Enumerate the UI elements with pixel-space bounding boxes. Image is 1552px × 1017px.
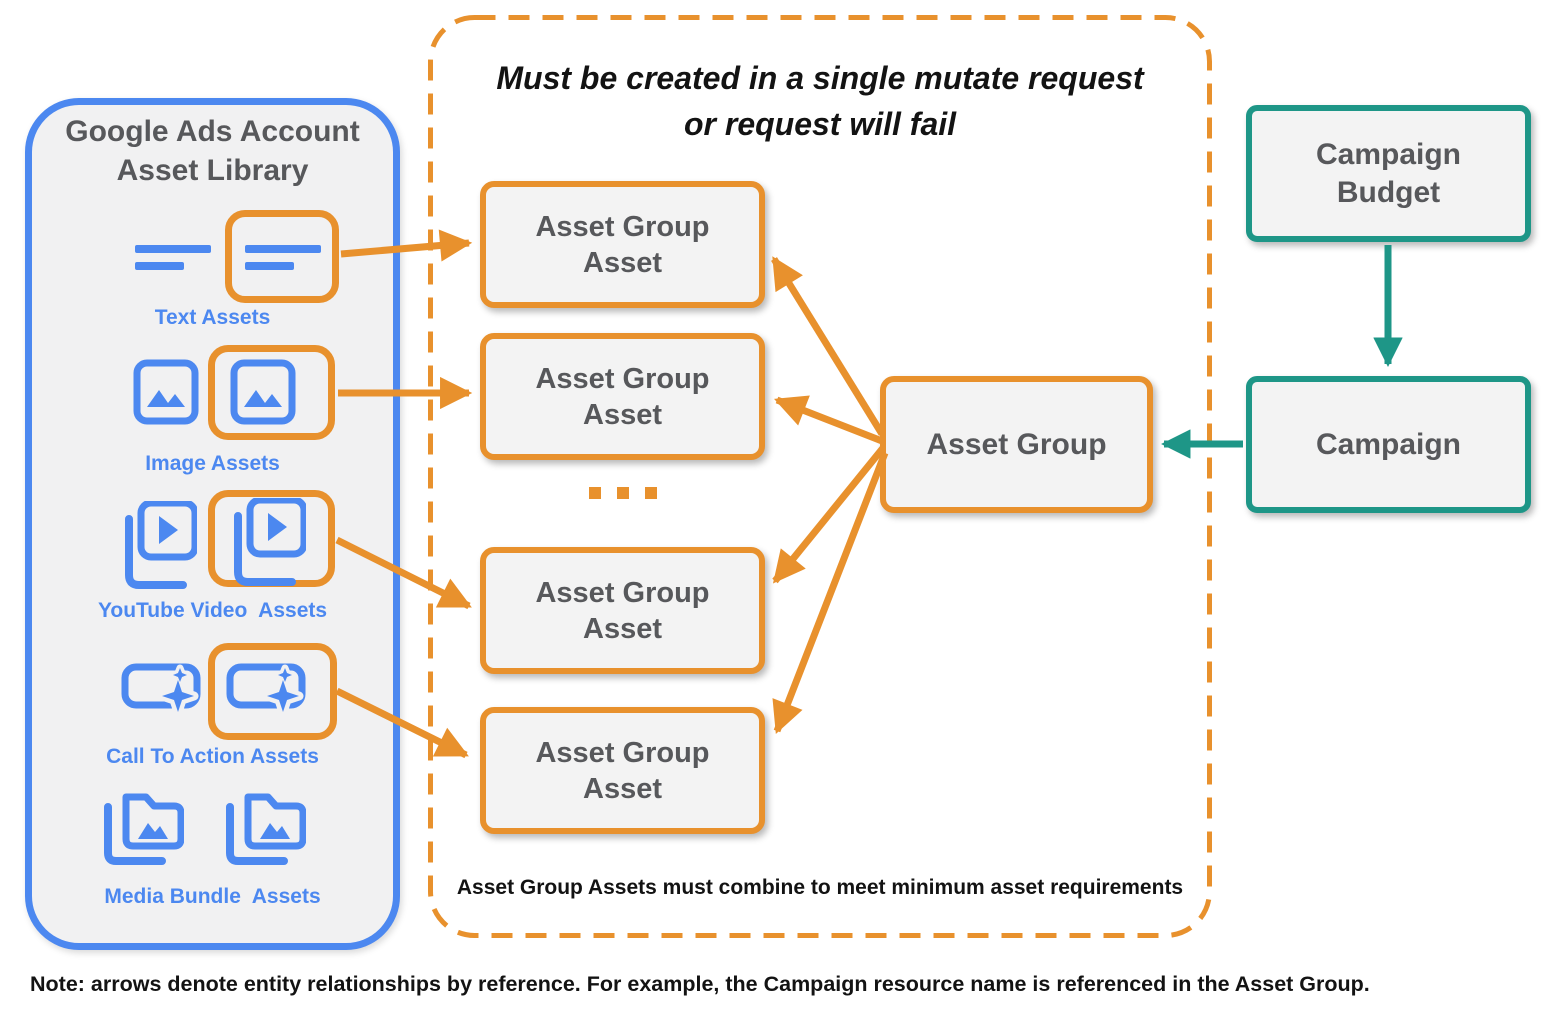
- highlight-frame: [208, 345, 335, 440]
- campaign-budget-box: Campaign Budget: [1246, 105, 1531, 242]
- call-to-action-icon: [226, 663, 306, 717]
- mutate-container-footer: Asset Group Assets must combine to meet …: [456, 876, 1184, 899]
- image-icon: [133, 359, 199, 425]
- ellipsis-dot: [588, 487, 601, 499]
- arrow-assetgroup-box3: [772, 445, 886, 584]
- media-bundle-icon: [104, 793, 184, 865]
- asset-group-asset-box: Asset Group Asset: [480, 707, 765, 834]
- arrow-assetgroup-box1: [771, 256, 885, 436]
- library-row-label: YouTube Video Assets: [97, 599, 328, 622]
- campaign-box: Campaign: [1246, 376, 1531, 513]
- library-row-label: Call To Action Assets: [106, 745, 319, 768]
- text-lines-icon: [135, 245, 211, 270]
- mutate-container-title: Must be created in a single mutate reque…: [496, 60, 1144, 142]
- asset-group-asset-box: Asset Group Asset: [480, 333, 765, 460]
- youtube-video-icon: [125, 501, 197, 589]
- asset-group-box: Asset Group: [880, 376, 1153, 513]
- call-to-action-icon: [121, 663, 201, 717]
- ellipsis-dot: [644, 487, 657, 499]
- asset-group-asset-box: Asset Group Asset: [480, 547, 765, 674]
- arrow-assetgroup-box4: [772, 451, 889, 735]
- highlight-frame: [208, 643, 337, 740]
- library-row-label: Media Bundle Assets: [104, 885, 321, 908]
- ellipsis-dot: [616, 487, 629, 499]
- image-icon: [230, 359, 296, 425]
- youtube-video-icon: [234, 498, 306, 586]
- arrow-assetgroup-box2: [774, 395, 884, 445]
- library-row-label: Text Assets: [154, 306, 271, 329]
- asset-group-asset-box: Asset Group Asset: [480, 181, 765, 308]
- library-row-label: Image Assets: [145, 452, 280, 475]
- text-lines-icon: [245, 245, 321, 270]
- media-bundle-icon: [226, 793, 306, 865]
- highlight-frame: [225, 210, 339, 303]
- note-text: Note: arrows denote entity relationships…: [30, 972, 1370, 996]
- asset-library-title: Google Ads Account Asset Library: [65, 115, 360, 187]
- ellipsis: [480, 487, 765, 499]
